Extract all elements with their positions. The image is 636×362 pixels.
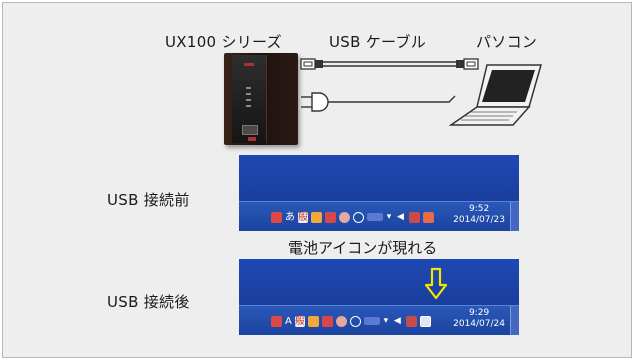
ups-led [246, 105, 251, 107]
system-tray: あ 般 ▾ ◀ [271, 210, 434, 224]
help-icon[interactable] [349, 315, 361, 327]
arrow-icon[interactable]: ▾ [383, 315, 389, 326]
connection-drawing [300, 58, 542, 126]
laptop-icon [448, 64, 542, 126]
battery-note-caption: 電池アイコンが現れる [288, 239, 438, 257]
show-desktop-button[interactable] [510, 306, 519, 335]
settings-icon[interactable] [335, 315, 347, 327]
show-desktop-button[interactable] [510, 202, 519, 231]
caps-kana-icon[interactable] [363, 317, 380, 325]
clock-date: 2014/07/24 [453, 319, 505, 329]
power-plug-icon [301, 92, 329, 112]
clock-time: 9:52 [468, 204, 490, 214]
power-cable [328, 95, 456, 103]
battery-icon[interactable] [419, 315, 431, 327]
diagram-frame: UX100 シリーズ USB ケーブル パソコン [2, 2, 632, 358]
clock-time: 9:29 [468, 308, 490, 318]
volume-icon[interactable]: ◀ [397, 211, 404, 222]
taskbar: あ 般 ▾ ◀ 9:52 2014/07/23 [239, 201, 519, 231]
network-icon[interactable] [405, 315, 417, 327]
ime-kanji-icon[interactable]: 般 [298, 211, 308, 223]
arrow-icon[interactable]: ▾ [386, 211, 392, 222]
clock[interactable]: 9:52 2014/07/23 [453, 204, 505, 226]
network-icon[interactable] [409, 211, 420, 223]
ups-led [246, 93, 251, 95]
volume-icon[interactable]: ◀ [393, 315, 401, 326]
ups-power-button [242, 125, 258, 135]
clock-date: 2014/07/23 [453, 215, 505, 225]
ups-logo [248, 137, 256, 141]
ups-led [246, 87, 251, 89]
ime-a-icon[interactable]: あ [285, 211, 295, 223]
ime-red-icon[interactable] [271, 315, 282, 327]
dictionary-icon[interactable] [321, 315, 333, 327]
after-label: USB 接続後 [107, 293, 190, 311]
ime-a-icon[interactable]: A [285, 315, 292, 327]
ups-device-image [224, 53, 298, 145]
dictionary-icon[interactable] [325, 211, 336, 223]
settings-icon[interactable] [339, 211, 350, 223]
down-arrow-icon [424, 267, 448, 300]
cable-label: USB ケーブル [329, 33, 427, 51]
flag-icon[interactable] [423, 211, 434, 223]
ups-label: UX100 シリーズ [165, 33, 282, 51]
pc-label: パソコン [476, 33, 538, 51]
caps-kana-icon[interactable] [367, 213, 383, 221]
tool-icon[interactable] [311, 211, 322, 223]
usb-cable [323, 61, 456, 67]
ime-kanji-icon[interactable]: 般 [294, 315, 305, 327]
ups-badge [244, 63, 254, 66]
screenshot-before: あ 般 ▾ ◀ 9:52 2014/07/23 [239, 155, 519, 231]
help-icon[interactable] [353, 211, 364, 223]
usb-connector-ups [300, 58, 323, 70]
usb-connector-pc [456, 58, 479, 70]
system-tray: A 般 ▾ ◀ [271, 314, 431, 328]
ups-led [246, 99, 251, 101]
ups-front-panel [232, 55, 267, 143]
clock[interactable]: 9:29 2014/07/24 [453, 308, 505, 330]
screenshot-after: A 般 ▾ ◀ 9:29 2014/07/24 [239, 259, 519, 335]
tool-icon[interactable] [307, 315, 319, 327]
taskbar: A 般 ▾ ◀ 9:29 2014/07/24 [239, 305, 519, 335]
before-label: USB 接続前 [107, 191, 190, 209]
ime-red-icon[interactable] [271, 211, 282, 223]
